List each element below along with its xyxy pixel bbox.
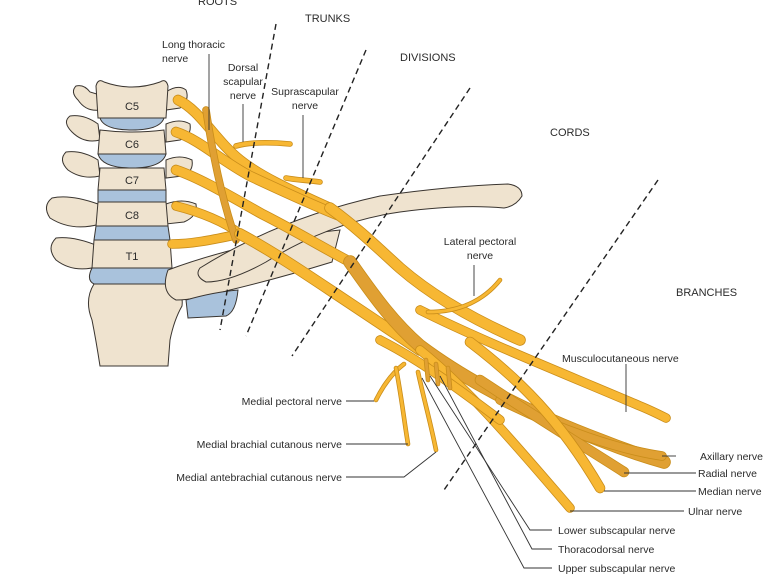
vertebra-c6 (97, 129, 167, 155)
nerve-subscapular-stub-1 (424, 358, 430, 382)
nerve-root-c7 (171, 165, 355, 267)
vertebra-label: C8 (125, 210, 139, 222)
vertebra-c5 (95, 80, 169, 119)
nerve-root-c6 (171, 127, 345, 221)
nerve-medial-antebrachial-cutaneous (416, 370, 438, 452)
cervical-spine (46, 80, 197, 367)
vertebra-label: C5 (125, 101, 139, 113)
nerve-dorsal-scapular (234, 140, 292, 148)
zone-divisions: DIVISIONS (400, 52, 456, 64)
label-musculocutaneous: Musculocutaneous nerve (562, 353, 679, 365)
label-medial-brachial-cutaneous: Medial brachial cutanous nerve (197, 439, 342, 451)
zone-roots: ROOTS (198, 0, 237, 8)
nerve-medial-pectoral (374, 362, 406, 402)
nerve-medial-brachial-cutaneous (394, 366, 410, 446)
trunks-divisions-boundary (245, 49, 367, 337)
rib-cartilage (185, 289, 239, 319)
vertebra-labels: C5 C6 C7 C8 T1 (125, 101, 139, 263)
leader-upper-subscapular (421, 377, 552, 569)
label-dorsal-scapular-1: Dorsal (228, 62, 258, 74)
label-axillary: Axillary nerve (700, 451, 763, 463)
vertebra-label: C6 (125, 139, 139, 151)
nerve-median (465, 337, 605, 493)
nerve-lateral-pectoral (426, 278, 502, 314)
leader-lines (208, 54, 696, 569)
label-thoracodorsal: Thoracodorsal nerve (558, 544, 654, 556)
label-dorsal-scapular-3: nerve (230, 90, 256, 102)
label-suprascapular-1: Suprascapular (271, 86, 339, 98)
nerve-labels: Long thoracic nerve Dorsal scapular nerv… (162, 39, 763, 575)
divisions-cords-boundary (291, 87, 471, 357)
label-radial: Radial nerve (698, 468, 757, 480)
label-upper-subscapular: Upper subscapular nerve (558, 563, 675, 575)
label-suprascapular-2: nerve (292, 100, 318, 112)
nerve-suprascapular (284, 176, 322, 184)
label-lateral-pectoral-1: Lateral pectoral (444, 236, 516, 248)
nerve-subscapular-stub-2 (434, 362, 440, 386)
label-median: Median nerve (698, 486, 762, 498)
zone-trunks: TRUNKS (305, 13, 350, 25)
zone-cords: CORDS (550, 127, 590, 139)
label-ulnar: Ulnar nerve (688, 506, 742, 518)
region-boundaries (219, 23, 659, 491)
leader-thoracodorsal (439, 375, 552, 550)
zone-headings: ROOTS TRUNKS DIVISIONS CORDS BRANCHES (198, 0, 737, 299)
label-medial-antebrachial-cutaneous: Medial antebrachial cutanous nerve (176, 472, 342, 484)
vertebra-label: T1 (126, 251, 139, 263)
label-medial-pectoral: Medial pectoral nerve (242, 396, 343, 408)
nerve-musculocutaneous (416, 306, 670, 422)
label-long-thoracic-2: nerve (162, 53, 188, 65)
vertebra-label: C7 (125, 175, 139, 187)
leader-medial-antebrachial-cutaneous (346, 451, 437, 478)
label-dorsal-scapular-2: scapular (223, 76, 263, 88)
nerve-network (167, 94, 671, 513)
cords-branches-boundary (443, 179, 659, 491)
nerve-lateral-cord (325, 203, 525, 345)
nerve-lower-trunk (235, 229, 425, 355)
leader-lower-subscapular (429, 375, 552, 531)
nerve-long-thoracic (203, 107, 239, 243)
label-lateral-pectoral-2: nerve (467, 250, 493, 262)
label-long-thoracic-1: Long thoracic (162, 39, 225, 51)
zone-branches: BRANCHES (676, 287, 737, 299)
label-lower-subscapular: Lower subscapular nerve (558, 525, 675, 537)
nerve-subscapular-stub-3 (446, 366, 452, 390)
roots-trunks-boundary (219, 23, 277, 331)
